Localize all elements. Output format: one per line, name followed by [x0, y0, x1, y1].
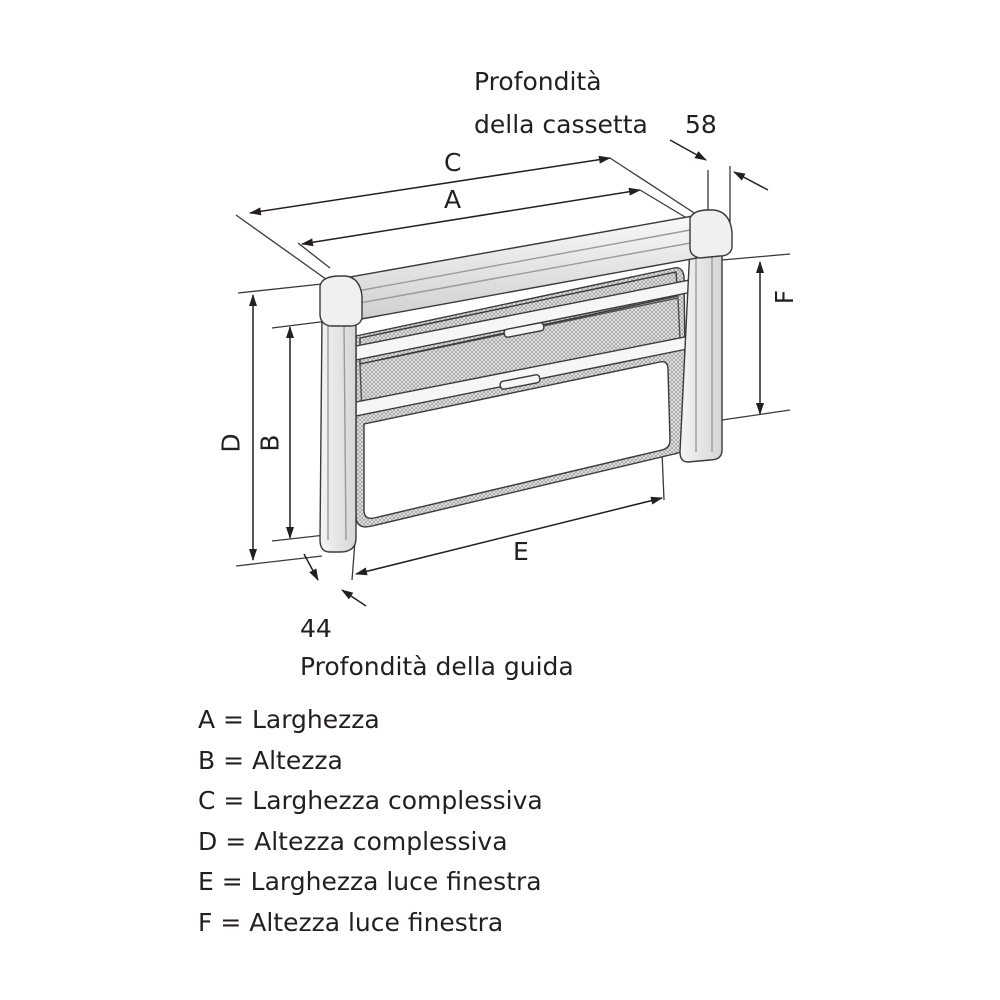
dimension-a-label: A	[444, 185, 462, 214]
cassette-depth-value: 58	[685, 110, 717, 139]
cassette-end-cap-right	[689, 209, 733, 259]
side-rails	[319, 239, 723, 553]
cassette-depth-line-2	[733, 171, 769, 191]
legend-item-d: D = Altezza complessiva	[198, 826, 508, 856]
left-rail	[319, 313, 357, 553]
guide-depth-line	[303, 553, 319, 581]
cassette-end-cap-left	[319, 275, 363, 327]
legend-item-f: F = Altezza luce finestra	[198, 907, 504, 937]
glass-pane	[363, 360, 671, 520]
dimension-legend: A = Larghezza B = Altezza C = Larghezza …	[198, 700, 543, 943]
dimension-f-label: F	[770, 289, 800, 305]
dimension-a-line	[301, 187, 641, 247]
legend-item-a: A = Larghezza	[198, 705, 380, 734]
blind-handle-upper	[503, 322, 545, 338]
guide-depth-value: 44	[300, 614, 332, 643]
dimension-b-label: B	[255, 434, 285, 452]
guide-depth-label: Profondità della guida	[300, 652, 574, 681]
dimension-c-label: C	[444, 148, 462, 177]
guide-depth-line-2	[341, 589, 367, 607]
legend-item-c: C = Larghezza complessiva	[198, 786, 543, 815]
blind-handle-lower	[499, 374, 541, 390]
dimension-e-label: E	[513, 537, 529, 566]
right-rail	[679, 239, 723, 463]
dimension-e-line	[355, 496, 663, 576]
top-cassette	[319, 209, 733, 327]
cassette-depth-label-line2: della cassetta	[474, 110, 648, 139]
cassette-depth-line	[669, 139, 707, 161]
dimension-lines	[249, 139, 769, 607]
legend-item-e: E = Larghezza luce finestra	[198, 867, 542, 896]
cassette-depth-label-line1: Profondità	[474, 67, 602, 96]
extension-lines	[235, 157, 791, 581]
legend-item-b: B = Altezza	[198, 745, 343, 775]
dimension-c-line	[249, 155, 611, 216]
dimension-d-label: D	[216, 433, 246, 453]
